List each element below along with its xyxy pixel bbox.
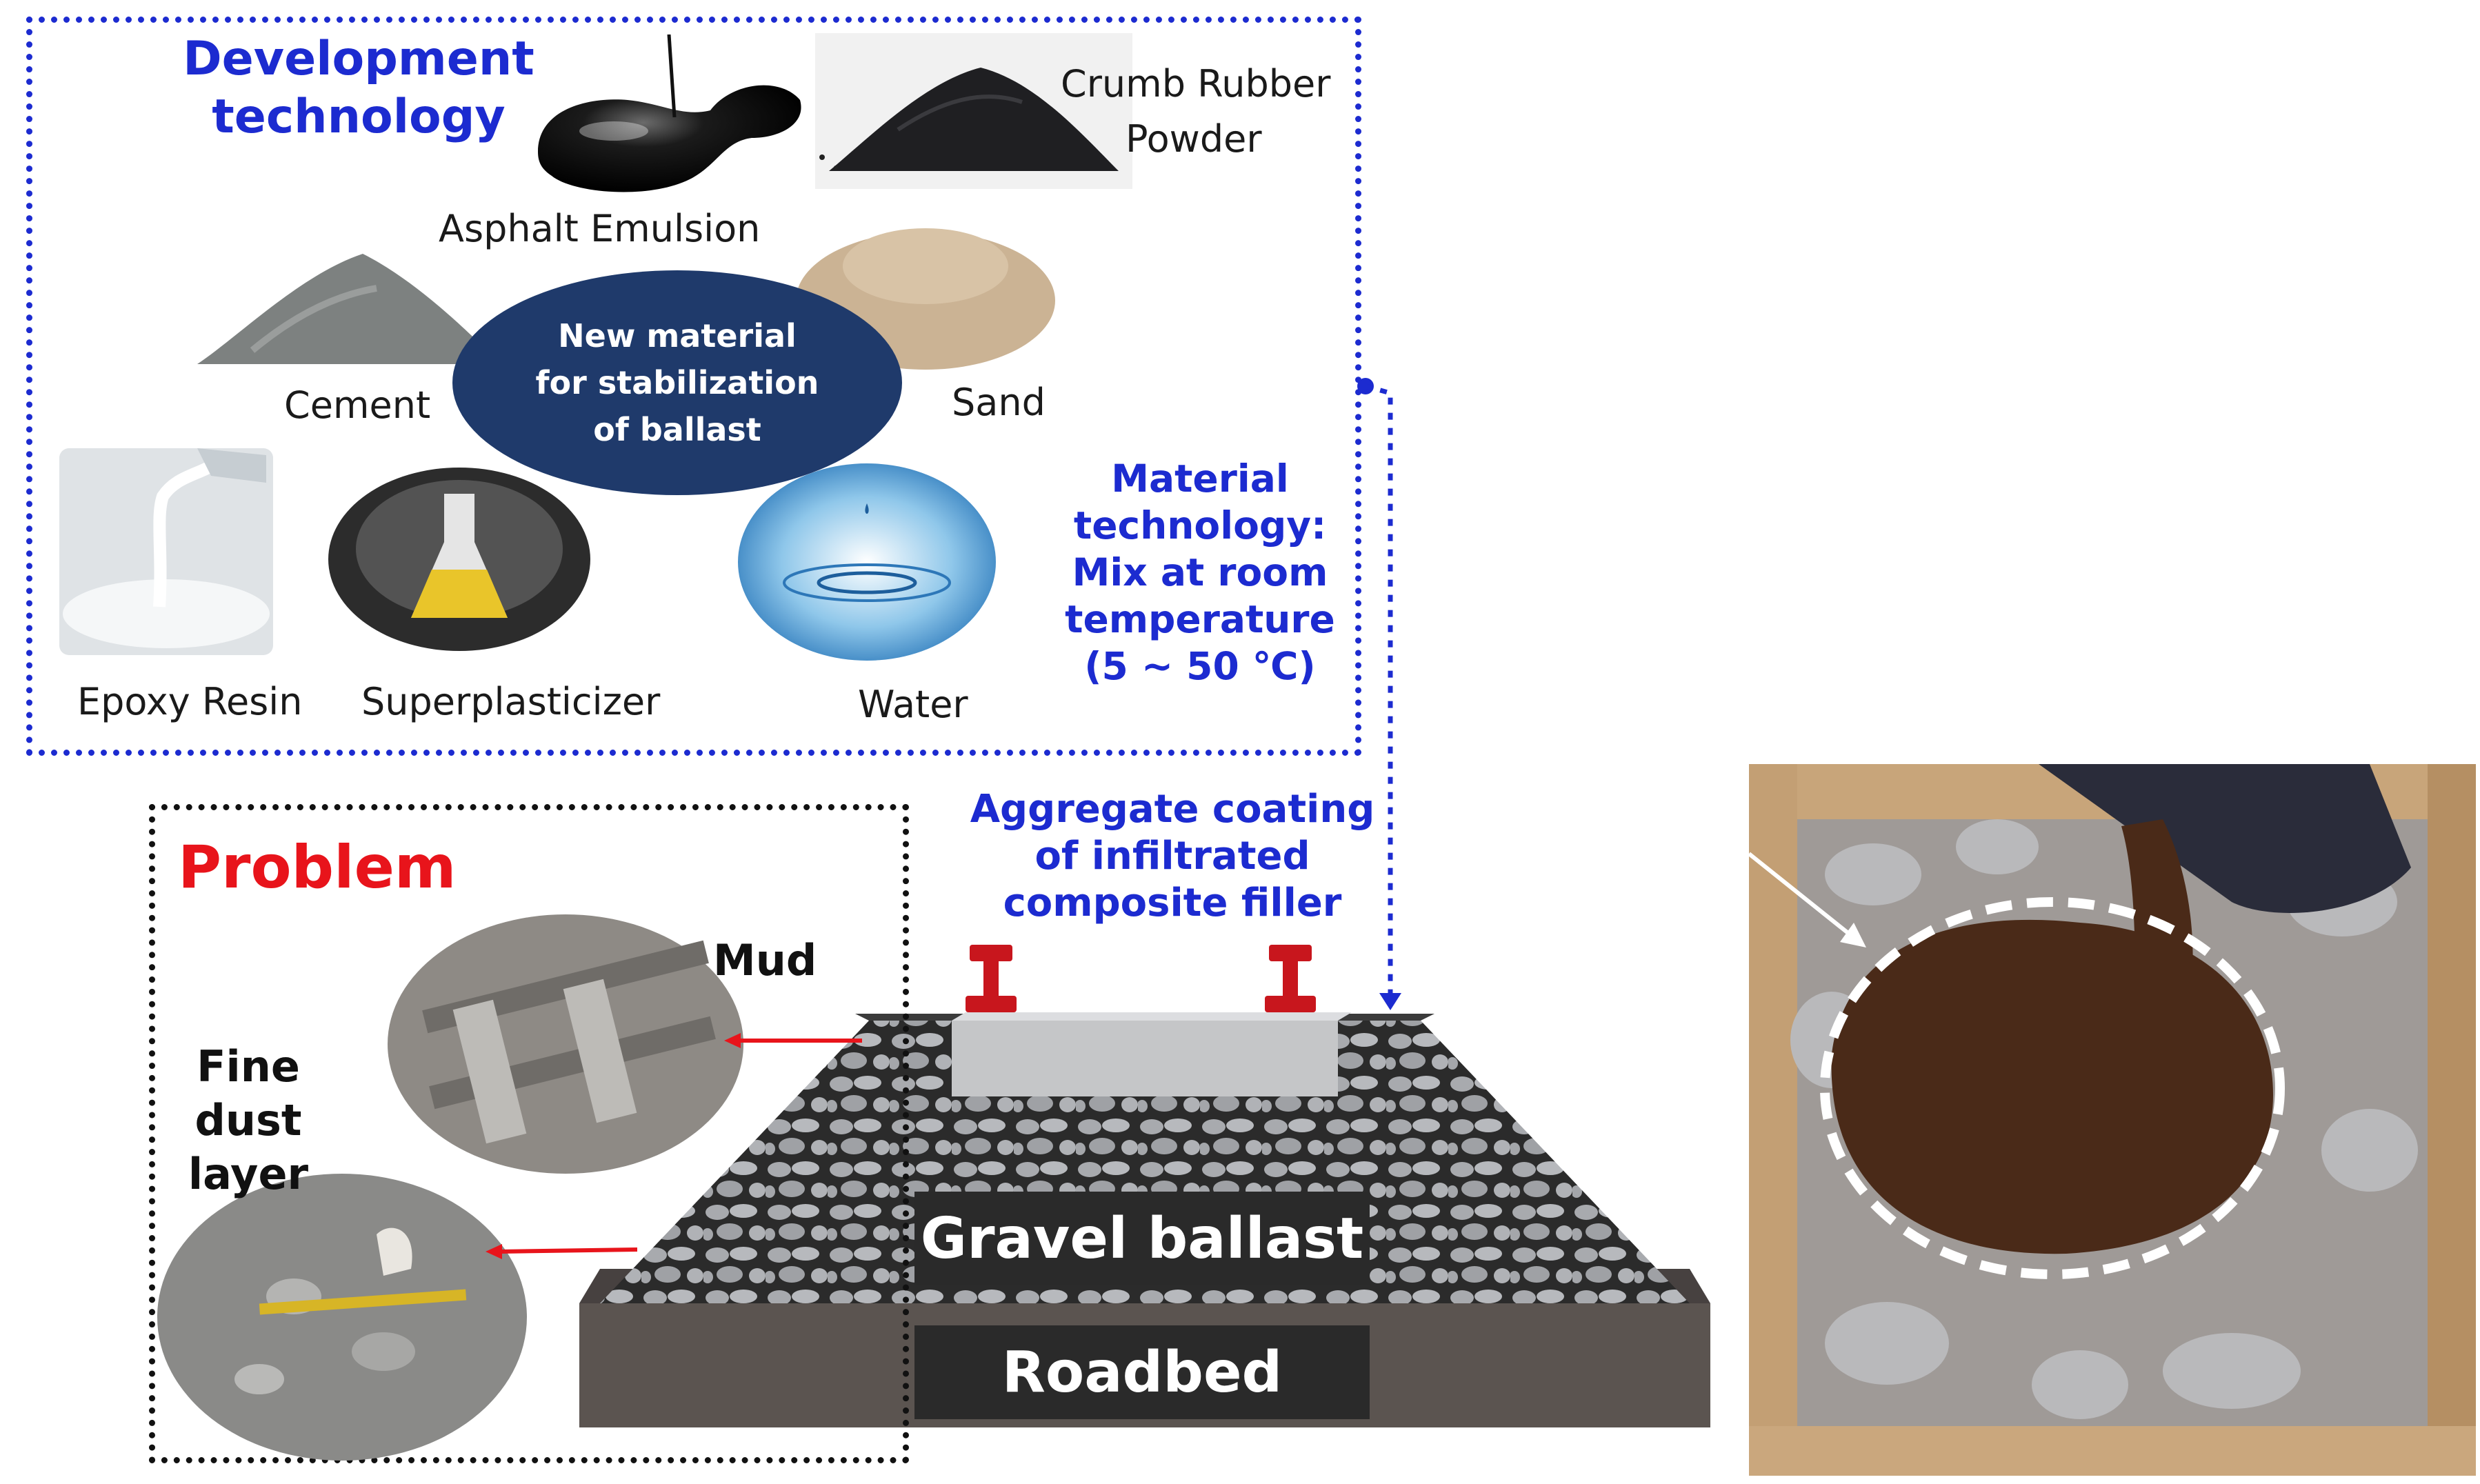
material-technology-note: Material technology: Mix at room tempera… <box>1021 455 1379 690</box>
filler-pouring-photo <box>1749 764 2476 1476</box>
new-material-ellipse: New material for stabilization of ballas… <box>452 270 902 495</box>
new-material-line2: for stabilization <box>535 364 819 401</box>
material-note-line1: Material <box>1111 457 1289 501</box>
problem-box <box>149 804 909 1463</box>
fine-dust-line3: layer <box>188 1149 309 1199</box>
superplasticizer-image <box>328 468 590 651</box>
coating-line2: of infiltrated <box>1034 834 1310 879</box>
new-material-line3: of ballast <box>593 411 761 448</box>
problem-title: Problem <box>178 833 457 902</box>
crumb-rubber-image <box>815 33 1132 189</box>
asphalt-emulsion-label: Asphalt Emulsion <box>439 207 761 250</box>
connector-arrow <box>1357 378 1401 1010</box>
track-cross-section <box>579 945 1710 1427</box>
superplasticizer-label: Superplasticizer <box>361 680 661 723</box>
fine-dust-line2: dust <box>194 1095 302 1145</box>
cement-label: Cement <box>284 383 431 427</box>
material-note-line5: (5 ~ 50 ℃) <box>1084 644 1316 688</box>
fine-dust-arrow <box>486 1244 637 1259</box>
cement-image <box>197 254 501 364</box>
right-rail <box>1265 945 1316 1012</box>
new-material-line1: New material <box>558 317 797 354</box>
development-title-line1: Development <box>183 32 534 86</box>
left-rail <box>966 945 1017 1012</box>
material-note-line2: technology: <box>1073 503 1327 548</box>
coating-line3: composite filler <box>1003 881 1342 925</box>
mud-label: Mud <box>713 935 817 985</box>
fine-dust-photo <box>157 1174 527 1461</box>
asphalt-emulsion-image <box>538 34 801 192</box>
epoxy-resin-label: Epoxy Resin <box>77 680 303 723</box>
coating-line1: Aggregate coating <box>970 787 1375 832</box>
gravel-ballast-label: Gravel ballast <box>914 1192 1370 1285</box>
sand-label: Sand <box>952 381 1046 424</box>
fine-dust-line1: Fine <box>197 1041 300 1092</box>
water-label: Water <box>858 683 968 726</box>
development-title: Development technology <box>138 30 579 146</box>
fine-dust-label: Fine dust layer <box>179 1040 317 1201</box>
epoxy-resin-image <box>59 448 273 655</box>
development-title-line2: technology <box>212 90 506 144</box>
mud-arrow <box>724 1033 862 1048</box>
roadbed-label: Roadbed <box>914 1325 1370 1419</box>
aggregate-coating-note: Aggregate coating of infiltrated composi… <box>952 786 1393 927</box>
material-note-line3: Mix at room <box>1072 550 1328 594</box>
water-image <box>738 463 996 661</box>
crumb-rubber-label-line1: Crumb Rubber <box>1061 62 1331 106</box>
crumb-rubber-label-line2: Powder <box>1126 117 1262 161</box>
material-note-line4: temperature <box>1065 597 1335 641</box>
mud-photo <box>388 914 743 1174</box>
